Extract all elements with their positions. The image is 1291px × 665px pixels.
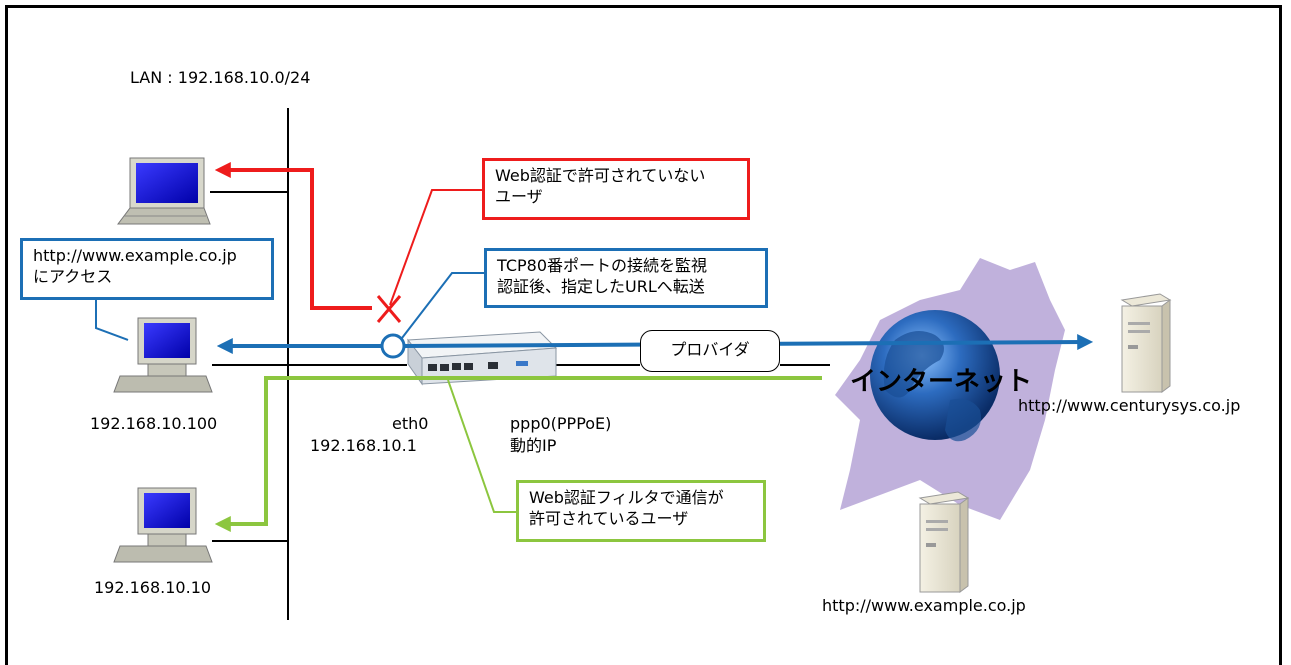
server-centurysys-url: http://www.centurysys.co.jp bbox=[1018, 396, 1241, 415]
blue-monitor-pointer bbox=[401, 272, 484, 339]
unauthorized-user-callout: Web認証で許可されていない ユーザ bbox=[482, 158, 750, 220]
router-icon bbox=[407, 331, 558, 386]
access-url-callout: http://www.example.co.jp にアクセス bbox=[20, 238, 274, 300]
host-100-ip-label: 192.168.10.100 bbox=[90, 414, 218, 433]
ppp0-ip-label: 動的IP bbox=[510, 436, 557, 455]
network-diagram bbox=[95, 108, 1172, 620]
eth0-label: eth0 bbox=[392, 414, 429, 433]
green-callout-pointer bbox=[447, 379, 516, 513]
callout-text: Web認証で許可されていない bbox=[495, 166, 706, 185]
callout-text: にアクセス bbox=[33, 267, 113, 286]
lan-label: LAN : 192.168.10.0/24 bbox=[130, 68, 311, 87]
provider-label: プロバイダ bbox=[670, 340, 750, 359]
callout-text: Web認証フィルタで通信が bbox=[529, 488, 724, 507]
server-centurysys-icon bbox=[1120, 293, 1172, 393]
laptop-icon bbox=[117, 157, 211, 225]
desktop-pc-10-icon bbox=[113, 487, 213, 563]
callout-text: ユーザ bbox=[495, 187, 543, 206]
internet-label: インターネット bbox=[850, 367, 1033, 397]
ppp0-label: ppp0(PPPoE) bbox=[510, 414, 612, 433]
desktop-pc-100-icon bbox=[113, 317, 213, 393]
monitor-point bbox=[380, 333, 406, 359]
callout-text: 許可されているユーザ bbox=[529, 509, 689, 528]
green-allowed-path bbox=[214, 376, 822, 532]
callout-text: 認証後、指定したURLへ転送 bbox=[497, 277, 705, 296]
blue-access-pointer bbox=[95, 300, 129, 341]
red-rejected-path bbox=[214, 162, 372, 310]
provider-box: プロバイダ bbox=[640, 330, 780, 372]
eth0-ip-label: 192.168.10.1 bbox=[310, 436, 417, 455]
authorized-user-callout: Web認証フィルタで通信が 許可されているユーザ bbox=[516, 480, 766, 542]
diagram-frame bbox=[5, 5, 1282, 665]
blocked-x-mark bbox=[376, 295, 402, 323]
callout-text: TCP80番ポートの接続を監視 bbox=[497, 256, 708, 275]
server-example-icon bbox=[918, 491, 970, 593]
monitor-callout: TCP80番ポートの接続を監視 認証後、指定したURLへ転送 bbox=[484, 248, 768, 308]
callout-text: http://www.example.co.jp bbox=[33, 246, 237, 265]
host-10-ip-label: 192.168.10.10 bbox=[94, 578, 212, 597]
server-example-url: http://www.example.co.jp bbox=[822, 596, 1026, 615]
red-callout-pointer bbox=[389, 189, 482, 306]
